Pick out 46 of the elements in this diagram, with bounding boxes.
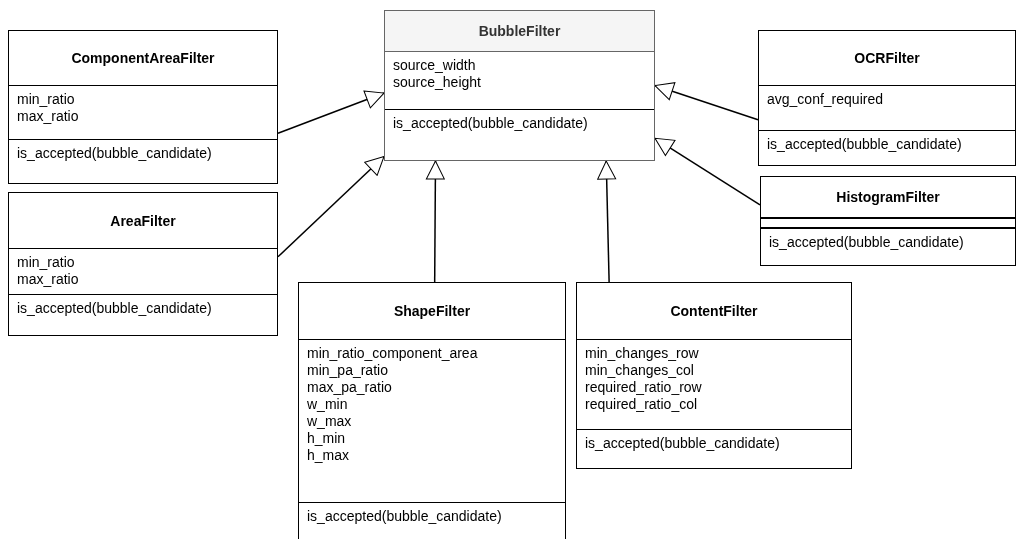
member-text: avg_conf_required	[767, 91, 884, 108]
member-text: source_height	[393, 74, 482, 91]
member-text: min_pa_ratio	[307, 362, 389, 379]
member-text: min_changes_row	[585, 345, 700, 362]
class-box	[758, 30, 1016, 166]
member-text: source_width	[393, 57, 477, 74]
class-name: AreaFilter	[110, 212, 176, 229]
member-text: min_ratio	[17, 91, 76, 108]
class-name: OCRFilter	[854, 50, 920, 66]
member-text: max_pa_ratio	[307, 379, 393, 396]
member-text: required_ratio_row	[585, 379, 703, 396]
member-text: w_max	[307, 413, 353, 430]
class-name: BubbleFilter	[478, 23, 561, 39]
class-name: ShapeFilter	[393, 303, 471, 319]
class-name: ComponentAreaFilter	[71, 50, 215, 66]
member-text: w_min	[307, 396, 349, 413]
inheritance-arrow	[425, 160, 445, 283]
member-text: h_min	[307, 430, 347, 447]
member-text: h_max	[307, 447, 351, 464]
class-name: HistogramFilter	[836, 189, 940, 205]
member-text: max_ratio	[17, 108, 80, 125]
class-box	[298, 282, 566, 539]
member-text: is_accepted(bubble_candidate)	[769, 234, 965, 251]
member-text: min_ratio	[17, 254, 76, 271]
class-box	[8, 30, 278, 184]
class-box	[576, 282, 852, 469]
member-text: min_changes_col	[585, 362, 695, 379]
inheritance-arrow	[654, 137, 761, 206]
class-box	[760, 176, 1016, 266]
inheritance-arrow	[654, 82, 759, 121]
class-box	[8, 192, 278, 336]
member-text: is_accepted(bubble_candidate)	[17, 145, 213, 162]
member-text: min_ratio_component_area	[307, 345, 479, 362]
member-text: is_accepted(bubble_candidate)	[17, 300, 213, 317]
member-text: is_accepted(bubble_candidate)	[767, 136, 963, 153]
empty-compartment	[761, 218, 1015, 228]
member-text: is_accepted(bubble_candidate)	[307, 508, 503, 525]
class-name: ContentFilter	[670, 303, 758, 319]
member-text: is_accepted(bubble_candidate)	[393, 115, 589, 132]
class-box	[384, 10, 655, 161]
inheritance-arrow	[597, 160, 617, 283]
member-text: is_accepted(bubble_candidate)	[585, 435, 781, 452]
inheritance-arrow	[277, 90, 385, 134]
member-text: max_ratio	[17, 271, 80, 288]
inheritance-arrow	[277, 155, 385, 258]
member-text: required_ratio_col	[585, 396, 699, 413]
